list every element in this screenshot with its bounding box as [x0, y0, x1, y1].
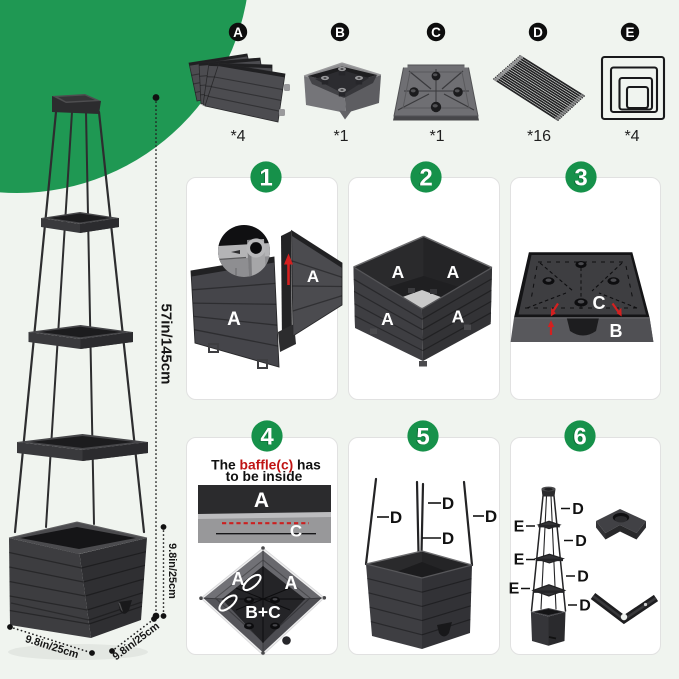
svg-text:C: C	[290, 522, 302, 541]
svg-text:D: D	[442, 494, 454, 513]
svg-text:*1: *1	[429, 128, 444, 145]
svg-text:3: 3	[573, 165, 586, 192]
svg-text:A: A	[285, 573, 298, 593]
svg-text:A: A	[447, 262, 460, 282]
svg-text:C: C	[431, 25, 441, 40]
svg-text:E: E	[625, 25, 634, 40]
svg-text:E: E	[514, 519, 525, 536]
svg-text:D: D	[577, 569, 589, 586]
svg-text:4: 4	[260, 423, 274, 450]
svg-text:*1: *1	[333, 128, 348, 145]
svg-text:6: 6	[572, 424, 585, 451]
svg-text:*16: *16	[527, 128, 551, 145]
svg-text:2: 2	[418, 165, 431, 192]
svg-text:5: 5	[416, 423, 429, 450]
svg-text:A: A	[233, 25, 243, 40]
svg-text:*4: *4	[624, 128, 639, 145]
svg-text:2: 2	[419, 164, 432, 191]
svg-text:D: D	[533, 25, 543, 40]
svg-text:E: E	[514, 552, 525, 569]
svg-text:D: D	[575, 533, 587, 550]
svg-text:D: D	[485, 507, 497, 526]
svg-text:B+C: B+C	[245, 602, 281, 622]
svg-text:A: A	[381, 309, 394, 329]
svg-text:A: A	[232, 569, 245, 589]
svg-text:to be inside: to be inside	[226, 469, 303, 484]
svg-text:D: D	[572, 501, 584, 518]
svg-text:4: 4	[259, 424, 273, 451]
svg-text:B: B	[335, 25, 345, 40]
svg-text:9.8in/25cm: 9.8in/25cm	[166, 543, 178, 599]
svg-text:E: E	[509, 581, 520, 598]
svg-text:D: D	[442, 529, 454, 548]
svg-text:57in/145cm: 57in/145cm	[158, 304, 175, 385]
svg-text:5: 5	[415, 424, 428, 451]
svg-text:A: A	[254, 489, 269, 512]
svg-text:1: 1	[258, 165, 271, 192]
svg-text:A: A	[452, 307, 465, 327]
svg-text:A: A	[307, 267, 319, 286]
svg-text:A: A	[392, 262, 405, 282]
svg-text:3: 3	[574, 164, 587, 191]
svg-text:1: 1	[259, 164, 272, 191]
svg-text:A: A	[227, 309, 241, 330]
svg-text:*4: *4	[230, 128, 245, 145]
svg-text:D: D	[579, 598, 591, 615]
svg-text:6: 6	[573, 423, 586, 450]
svg-text:D: D	[390, 508, 402, 527]
svg-text:B: B	[610, 321, 623, 341]
svg-text:The baffle(c) has: The baffle(c) has	[211, 457, 321, 472]
svg-text:C: C	[593, 293, 606, 313]
